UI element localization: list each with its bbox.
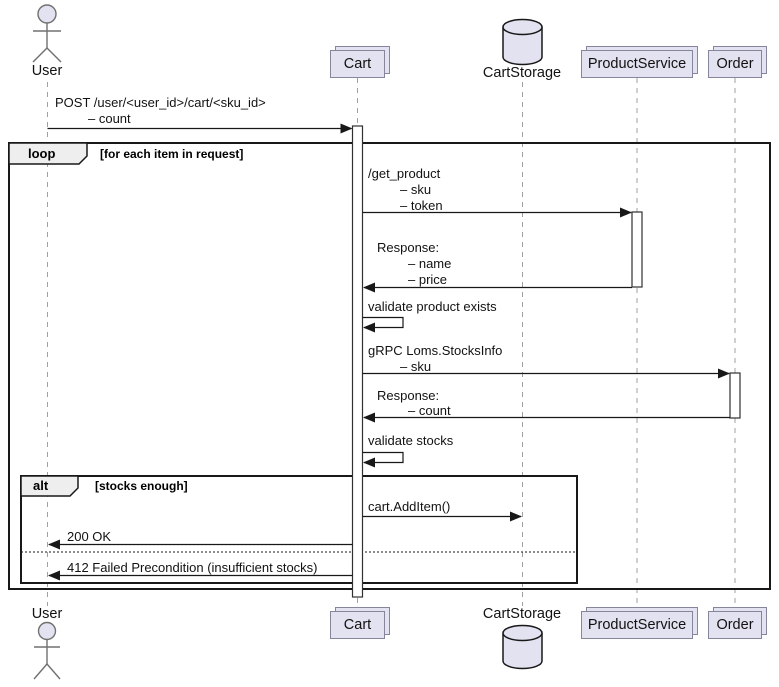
participant-user-label-bottom: User	[31, 606, 63, 622]
participant-productservice-bottom: ProductService	[581, 611, 693, 639]
msg-stocks-response-line2: – count	[408, 403, 451, 418]
msg-failed-response: 412 Failed Precondition (insufficient st…	[67, 560, 318, 575]
msg-get-product-response-line3: – price	[408, 272, 448, 287]
database-icon-bottom	[502, 624, 543, 670]
msg-validate-stocks: validate stocks	[368, 433, 454, 448]
alt-guard-label: [stocks enough]	[95, 479, 188, 493]
participant-user-label-top: User	[31, 63, 63, 79]
activation-bars	[351, 125, 741, 598]
participant-productservice-label: ProductService	[587, 56, 687, 72]
msg-get-product-response-line2: – name	[408, 256, 452, 271]
msg-validate-product: validate product exists	[368, 299, 497, 314]
activation-bar-productservice	[631, 211, 643, 288]
arrow-validate-stocks-self	[362, 451, 404, 468]
msg-stocks-response-line1: Response:	[377, 388, 440, 403]
participant-cartstorage-label-bottom: CartStorage	[482, 606, 562, 622]
msg-ok-response: 200 OK	[67, 529, 112, 544]
user-actor-icon-bottom	[33, 621, 61, 680]
msg-get-product-response-line1: Response:	[377, 240, 440, 255]
database-icon-top	[502, 18, 543, 66]
participant-productservice-top: ProductService	[581, 50, 693, 78]
msg-stocks-info-line2: – sku	[400, 359, 432, 374]
participant-order-label-bottom: Order	[716, 617, 754, 633]
participant-productservice-label-bottom: ProductService	[587, 617, 687, 633]
msg-get-product-line1: /get_product	[368, 166, 441, 181]
activation-bar-cart	[351, 125, 364, 598]
msg-get-product-line3: – token	[400, 198, 443, 213]
alt-fragment-frame	[20, 475, 578, 584]
alt-fragment-header	[20, 475, 79, 497]
alt-operator-label: alt	[33, 478, 49, 493]
msg-add-item: cart.AddItem()	[368, 499, 451, 514]
msg-get-product-line2: – sku	[400, 182, 432, 197]
activation-bar-order	[729, 372, 741, 419]
participant-order-top: Order	[708, 50, 762, 78]
participant-cart-label-bottom: Cart	[343, 617, 372, 633]
participant-cart-label: Cart	[343, 56, 372, 72]
participant-cartstorage-label-top: CartStorage	[482, 65, 562, 81]
msg-post-add-to-cart-line1: POST /user/<user_id>/cart/<sku_id>	[55, 95, 266, 110]
loop-fragment-header	[8, 142, 88, 165]
loop-operator-label: loop	[28, 146, 56, 161]
arrow-validate-product-self	[362, 316, 404, 333]
message-arrows	[47, 123, 730, 581]
loop-fragment-frame	[8, 142, 771, 590]
loop-guard-label: [for each item in request]	[100, 147, 244, 161]
msg-post-add-to-cart-line2: – count	[88, 111, 131, 126]
msg-stocks-info-line1: gRPC Loms.StocksInfo	[368, 343, 503, 358]
participant-order-bottom: Order	[708, 611, 762, 639]
participant-order-label: Order	[716, 56, 754, 72]
participant-cart-top: Cart	[330, 50, 385, 78]
user-actor-icon-top	[32, 4, 62, 63]
participant-cart-bottom: Cart	[330, 611, 385, 639]
